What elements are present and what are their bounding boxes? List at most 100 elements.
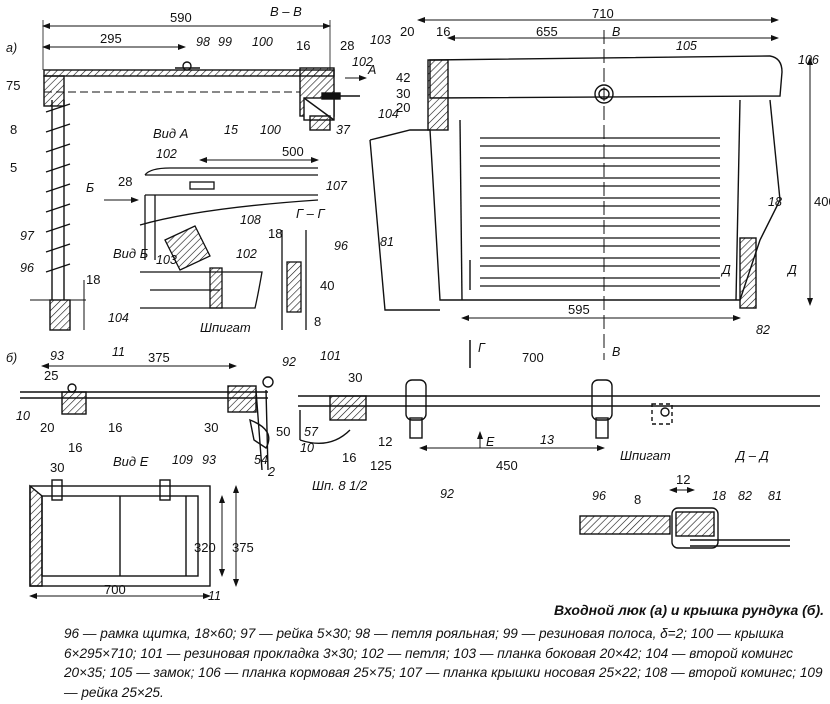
mark-104b: 104	[378, 107, 399, 121]
mark-93b: 93	[202, 453, 216, 467]
dim-30d: 30	[50, 460, 64, 475]
dim-500: 500	[282, 144, 304, 159]
dim-40: 40	[320, 278, 334, 293]
dim-700a: 700	[522, 350, 544, 365]
dim-50: 50	[276, 424, 290, 439]
view-b-detail	[140, 225, 263, 309]
mark-93a: 93	[50, 349, 64, 363]
mark-103a: 103	[156, 253, 177, 267]
mark-18d: 18	[712, 489, 726, 503]
dim-595: 595	[568, 302, 590, 317]
mark-10b: 10	[300, 441, 314, 455]
caption-title: Входной люк (а) и крышка рундука (б).	[554, 602, 824, 618]
dim-16e: 16	[342, 450, 356, 465]
gg-section	[281, 230, 307, 330]
dim-16d: 16	[108, 420, 122, 435]
letter-v2: В	[612, 345, 620, 359]
dim-30b: 30	[204, 420, 218, 435]
label-shpigat-1: Шпигат	[200, 320, 251, 335]
mark-107: 107	[326, 179, 348, 193]
section-label-vid-a: Вид А	[153, 126, 188, 141]
letter-v1: В	[612, 25, 620, 39]
mark-98: 98	[196, 35, 210, 49]
dim-25: 25	[44, 368, 58, 383]
mark-102b: 102	[156, 147, 177, 161]
letter-d2: Д	[786, 263, 797, 277]
mark-96c: 96	[592, 489, 606, 503]
mark-81b: 81	[768, 489, 782, 503]
caption-legend: 96 — рамка щитка, 18×60; 97 — рейка 5×30…	[64, 626, 823, 700]
mark-82a: 82	[756, 323, 770, 337]
mark-109: 109	[172, 453, 193, 467]
dim-590: 590	[170, 10, 192, 25]
mark-102a: 102	[352, 55, 373, 69]
dim-5: 5	[10, 160, 17, 175]
mark-37: 37	[336, 123, 351, 137]
mark-2: 2	[267, 465, 275, 479]
dim-28b: 28	[118, 174, 132, 189]
mark-10a: 10	[16, 409, 30, 423]
mark-92b: 92	[440, 487, 454, 501]
dim-12a: 12	[378, 434, 392, 449]
dim-450: 450	[496, 458, 518, 473]
dim-8c: 8	[634, 492, 641, 507]
mark-104a: 104	[108, 311, 129, 325]
mark-103b: 103	[370, 33, 391, 47]
dim-16a: 16	[296, 38, 310, 53]
mark-100a: 100	[252, 35, 273, 49]
dim-375a: 375	[148, 350, 170, 365]
technical-drawing: а) б) В – В Вид А Г – Г Вид Б Вид Е Д – …	[6, 4, 830, 600]
view-b-section	[20, 340, 820, 471]
letter-g1: Г	[478, 341, 486, 355]
mark-15: 15	[224, 123, 238, 137]
dim-16c: 16	[68, 440, 82, 455]
mark-101: 101	[320, 349, 341, 363]
view-a-section	[30, 20, 367, 331]
dim-30a: 30	[396, 86, 410, 101]
mark-102c: 102	[236, 247, 257, 261]
dim-42: 42	[396, 70, 410, 85]
label-shp: Шп. 8 1/2	[312, 478, 368, 493]
mark-13: 13	[540, 433, 554, 447]
drawing-labels: а) б) В – В Вид А Г – Г Вид Б Вид Е Д – …	[6, 4, 830, 600]
mark-11a: 11	[112, 345, 125, 359]
dim-16b: 16	[436, 24, 450, 39]
dd-section	[579, 487, 790, 549]
mark-81a: 81	[380, 235, 394, 249]
mark-57: 57	[304, 425, 319, 439]
dim-400: 400	[814, 194, 830, 209]
mark-96b: 96	[334, 239, 348, 253]
section-label-gg: Г – Г	[296, 206, 326, 221]
mark-97: 97	[20, 229, 35, 243]
view-label-b: б)	[6, 351, 17, 365]
view-a-detail	[104, 157, 319, 260]
letter-a: А	[367, 63, 376, 77]
dim-320: 320	[194, 540, 216, 555]
mark-92a: 92	[282, 355, 296, 369]
dim-20c: 20	[40, 420, 54, 435]
dim-375b: 375	[232, 540, 254, 555]
section-label-vid-e: Вид Е	[113, 454, 149, 469]
mark-108: 108	[240, 213, 261, 227]
dim-700b: 700	[104, 582, 126, 597]
dim-20a: 20	[400, 24, 414, 39]
view-label-a: а)	[6, 41, 17, 55]
dim-30c: 30	[348, 370, 362, 385]
section-label-dd: Д – Д	[734, 448, 769, 463]
dim-18b: 18	[268, 226, 282, 241]
mark-11b: 11	[208, 589, 221, 600]
dim-28a: 28	[340, 38, 354, 53]
mark-82b: 82	[738, 489, 752, 503]
dim-75: 75	[6, 78, 20, 93]
dim-655: 655	[536, 24, 558, 39]
section-label-bb: В – В	[270, 4, 302, 19]
label-shpigat-2: Шпигат	[620, 448, 671, 463]
dim-20b: 20	[396, 100, 410, 115]
dim-295: 295	[100, 31, 122, 46]
mark-106: 106	[798, 53, 819, 67]
mark-96a: 96	[20, 261, 34, 275]
letter-b: Б	[86, 181, 94, 195]
mark-105: 105	[676, 39, 697, 53]
dim-18a: 18	[86, 272, 100, 287]
dim-12b: 12	[676, 472, 690, 487]
